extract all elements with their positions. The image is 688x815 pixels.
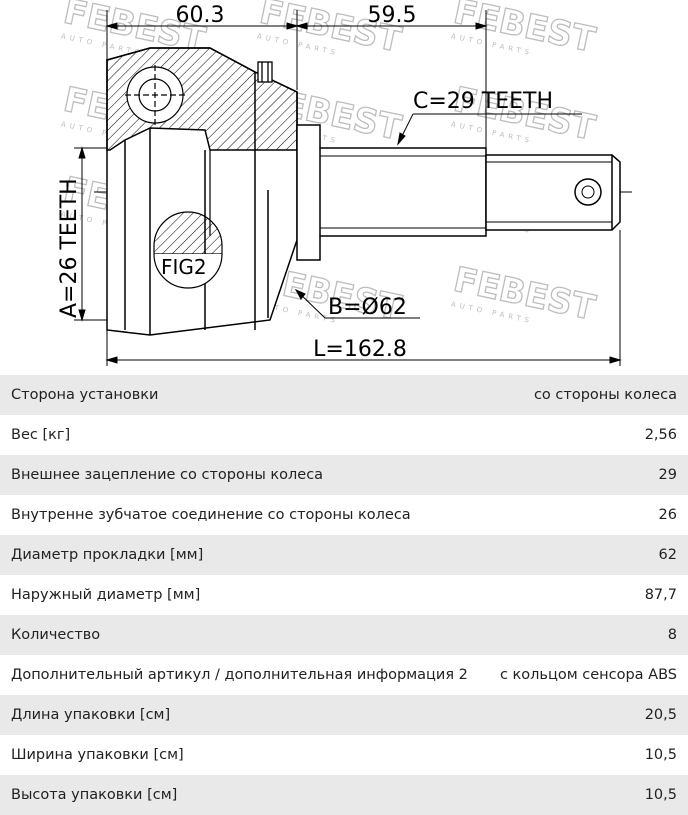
spec-row: Диаметр прокладки [мм]62 — [0, 535, 688, 575]
spec-row: Вес [кг]2,56 — [0, 415, 688, 455]
spec-value: 2,56 — [485, 415, 688, 455]
spec-label: Высота упаковки [см] — [0, 775, 486, 815]
spec-label: Вес [кг] — [0, 415, 486, 455]
spec-label: Количество — [0, 615, 486, 655]
dimension-59 — [295, 10, 488, 150]
cv-joint-drawing: FEBEST AUTO PARTS FEBEST AUTO PARTS FEBE… — [57, 0, 632, 366]
spec-label: Длина упаковки [см] — [0, 695, 486, 735]
threaded-end — [485, 154, 621, 231]
spec-row: Длина упаковки [см]20,5 — [0, 695, 688, 735]
label-length: L=162.8 — [313, 337, 407, 362]
ball-detail — [125, 65, 185, 125]
spec-label: Дополнительный артикул / дополнительная … — [0, 655, 486, 695]
spec-label: Диаметр прокладки [мм] — [0, 535, 486, 575]
spec-row: Внутренне зубчатое соединение со стороны… — [0, 495, 688, 535]
spec-label: Сторона установки — [0, 375, 486, 415]
spec-row: Высота упаковки [см]10,5 — [0, 775, 688, 815]
spec-value: 29 — [485, 455, 688, 495]
spec-row: Наружный диаметр [мм]87,7 — [0, 575, 688, 615]
label-a-teeth: A=26 TEETH — [57, 178, 82, 318]
dimension-60 — [105, 10, 299, 90]
technical-drawing: FEBEST AUTO PARTS FEBEST AUTO PARTS FEBE… — [0, 0, 688, 375]
label-b-diameter: B=Ø62 — [328, 295, 407, 320]
spec-label: Наружный диаметр [мм] — [0, 575, 486, 615]
dim-label-59: 59.5 — [368, 3, 417, 28]
spec-value: 20,5 — [485, 695, 688, 735]
dim-label-60: 60.3 — [176, 3, 225, 28]
dimension-a — [74, 146, 125, 322]
abs-ring — [257, 61, 273, 83]
label-c-teeth: C=29 TEETH — [413, 89, 553, 114]
dimension-length — [105, 230, 622, 366]
shaft-stem — [296, 124, 487, 261]
leader-c — [397, 113, 582, 146]
label-fig2: FIG2 — [161, 255, 207, 279]
spec-label: Внутренне зубчатое соединение со стороны… — [0, 495, 486, 535]
spec-label: Внешнее зацепление со стороны колеса — [0, 455, 486, 495]
spec-value: 10,5 — [485, 775, 688, 815]
spec-value: 62 — [485, 535, 688, 575]
spec-value: 10,5 — [485, 735, 688, 775]
leader-b — [294, 288, 420, 319]
spec-row: Дополнительный артикул / дополнительная … — [0, 655, 688, 695]
spec-value: 8 — [485, 615, 688, 655]
spec-value: 26 — [485, 495, 688, 535]
spec-row: Ширина упаковки [см]10,5 — [0, 735, 688, 775]
spec-value: со стороны колеса — [485, 375, 688, 415]
fig2-detail — [153, 150, 223, 289]
spec-value: 87,7 — [485, 575, 688, 615]
spec-value: с кольцом сенсора ABS — [485, 655, 688, 695]
spec-label: Ширина упаковки [см] — [0, 735, 486, 775]
